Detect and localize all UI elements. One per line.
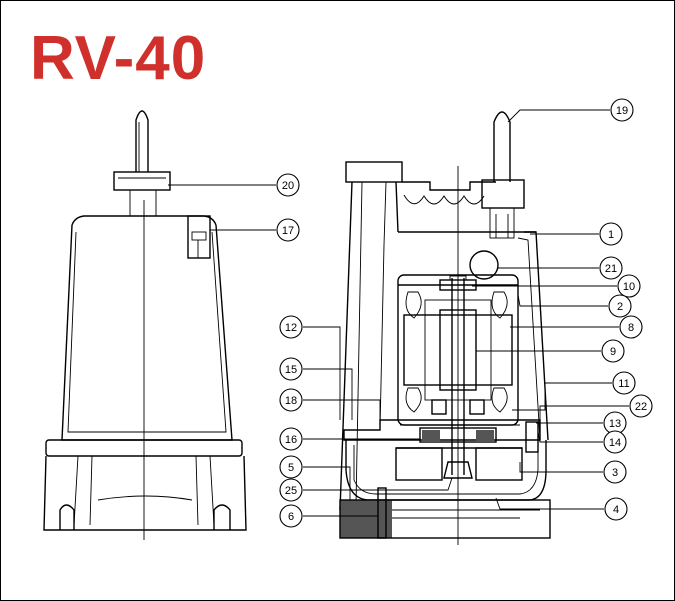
- callout-21: 21: [599, 256, 623, 280]
- svg-text:16: 16: [285, 434, 297, 446]
- callout-5: 5: [279, 455, 303, 479]
- leader-lines: [168, 109, 629, 517]
- callout-25: 25: [279, 478, 303, 502]
- callout-17: 17: [276, 218, 300, 242]
- svg-text:2: 2: [617, 301, 623, 313]
- callout-22: 22: [629, 394, 653, 418]
- svg-text:9: 9: [610, 346, 616, 358]
- svg-text:19: 19: [616, 105, 628, 117]
- callout-16: 16: [279, 427, 303, 451]
- callout-9: 9: [601, 339, 625, 363]
- svg-text:15: 15: [285, 364, 297, 376]
- svg-text:25: 25: [285, 485, 297, 497]
- svg-text:6: 6: [288, 511, 294, 523]
- callout-3: 3: [603, 460, 627, 484]
- svg-text:1: 1: [608, 229, 614, 241]
- callout-20: 20: [276, 173, 300, 197]
- svg-text:14: 14: [609, 437, 621, 449]
- callout-19: 19: [610, 98, 634, 122]
- svg-text:4: 4: [613, 504, 619, 516]
- external-view: [43, 110, 247, 540]
- callout-12: 12: [279, 315, 303, 339]
- svg-text:22: 22: [635, 401, 647, 413]
- section-view: [339, 111, 551, 545]
- callout-2: 2: [608, 294, 632, 318]
- svg-text:10: 10: [623, 281, 635, 293]
- callout-8: 8: [619, 315, 643, 339]
- svg-text:17: 17: [282, 225, 294, 237]
- svg-text:21: 21: [605, 263, 617, 275]
- callout-13: 13: [603, 411, 627, 435]
- callout-10: 10: [617, 274, 641, 298]
- callout-6: 6: [279, 504, 303, 528]
- svg-text:11: 11: [618, 378, 629, 390]
- svg-text:8: 8: [628, 322, 634, 334]
- svg-text:12: 12: [285, 322, 297, 334]
- svg-text:3: 3: [612, 467, 618, 479]
- svg-text:13: 13: [609, 418, 621, 430]
- callout-15: 15: [279, 357, 303, 381]
- svg-text:20: 20: [282, 180, 294, 192]
- callout-11: 11: [612, 371, 636, 395]
- svg-text:5: 5: [288, 462, 294, 474]
- callout-4: 4: [604, 497, 628, 521]
- callout-1: 1: [599, 222, 623, 246]
- callout-18: 18: [279, 388, 303, 412]
- diagram-title: RV-40: [30, 24, 207, 93]
- callout-14: 14: [603, 430, 627, 454]
- svg-text:18: 18: [285, 395, 297, 407]
